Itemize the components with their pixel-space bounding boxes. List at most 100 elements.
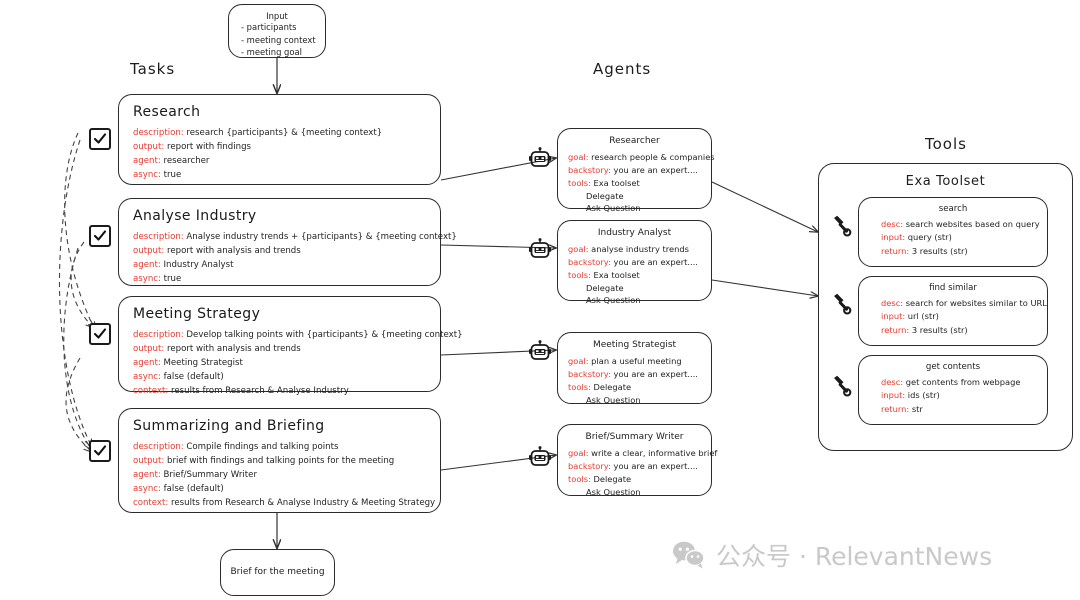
tool-field-return: return: 3 results (str) (881, 324, 1047, 337)
input-line-participants: - participants (241, 22, 297, 32)
tool-field-input: input: url (str) (881, 310, 1047, 323)
agent-title: Industry Analyst (597, 228, 672, 238)
agent-tool-0: Delegate (593, 473, 632, 484)
field-value-agent: Industry Analyst (163, 259, 234, 270)
task-field-context: context: results from Research & Analyse… (133, 497, 440, 511)
tool-card-get-contents[interactable]: get contents desc: get contents from web… (858, 355, 1048, 425)
task-field-output: output: report with analysis and trends (133, 343, 440, 357)
field-label-backstory: backstory: (568, 368, 611, 379)
field-label-description: description: (133, 442, 184, 452)
task-field-output: output: brief with findings and talking … (133, 455, 440, 469)
field-label-context: context: (133, 497, 169, 508)
task-card-meeting-strategy[interactable]: Meeting Strategy description: Develop ta… (118, 296, 463, 396)
agent-card-brief-summary-writer[interactable]: Brief/Summary Writer goal: write a clear… (557, 424, 717, 497)
tool-field-input: input: ids (str) (881, 389, 1047, 402)
agent-field-backstory: backstory: you are an expert.... (568, 368, 711, 381)
field-value-output: brief with findings and talking points f… (166, 455, 395, 466)
task-field-async: async: false (default) (133, 371, 440, 385)
tool-title: get contents (925, 362, 981, 372)
agent-tool-1: Ask Question (586, 394, 641, 405)
agent-tool-2: Ask Question (586, 295, 641, 306)
tool-field-return: return: 3 results (str) (881, 245, 1047, 258)
field-value-return: 3 results (str) (911, 324, 968, 335)
field-label-output: output: (133, 245, 165, 256)
task-checkbox-meeting-strategy[interactable] (89, 323, 111, 345)
input-line-meeting-goal: - meeting goal (241, 47, 302, 58)
field-value-async: false (default) (163, 371, 224, 382)
task-title: Research (133, 104, 201, 120)
tool-field-desc: desc: search for websites similar to URL (881, 297, 1047, 310)
field-value-backstory: you are an expert.... (613, 368, 698, 379)
field-value-desc: search websites based on query (905, 219, 1040, 229)
agent-tool-0: Delegate (593, 381, 632, 392)
agent-field-tools: tools: Delegate (568, 381, 711, 394)
task-field-description: description: Analyse industry trends + {… (133, 231, 457, 245)
field-value-return: 3 results (str) (911, 245, 968, 256)
task-card-research[interactable]: Research description: research {particip… (118, 94, 441, 185)
field-label-input: input: (881, 232, 906, 243)
tool-card-find-similar[interactable]: find similar desc: search for websites s… (858, 276, 1048, 346)
agent-field-tools: tools: Exa toolset (568, 269, 711, 282)
agent-card-industry-analyst[interactable]: Industry Analyst goal: analyse industry … (557, 220, 712, 305)
task-field-description: description: Develop talking points with… (133, 329, 463, 343)
agent-card-researcher[interactable]: Researcher goal: research people & compa… (557, 128, 715, 213)
field-label-tools: tools: (568, 381, 591, 392)
field-label-output: output: (133, 343, 165, 354)
field-label-async: async: (133, 169, 161, 180)
field-value-backstory: you are an expert.... (613, 164, 698, 175)
agent-tool-1: Delegate (586, 190, 624, 201)
robot-icon (528, 340, 552, 368)
field-label-desc: desc: (881, 219, 904, 229)
field-label-backstory: backstory: (568, 164, 611, 175)
agent-tool-2: Ask Question (586, 203, 641, 214)
field-label-agent: agent: (133, 357, 161, 368)
task-field-async: async: false (default) (133, 483, 440, 497)
field-value-description: Develop talking points with {participant… (186, 330, 463, 340)
agent-tool-0: Exa toolset (593, 177, 640, 188)
field-value-context: results from Research & Analyse Industry… (171, 497, 436, 508)
field-value-async: true (163, 273, 182, 284)
field-label-tools: tools: (568, 177, 591, 188)
field-label-goal: goal: (568, 244, 589, 254)
field-value-agent: Meeting Strategist (163, 357, 243, 368)
agent-title: Researcher (609, 136, 660, 146)
wrench-icon (830, 215, 852, 243)
tool-field-return: return: str (881, 403, 1047, 416)
field-label-input: input: (881, 311, 906, 322)
field-label-description: description: (133, 232, 184, 242)
task-checkbox-research[interactable] (89, 128, 111, 150)
field-label-agent: agent: (133, 155, 161, 166)
agent-field-goal: goal: research people & companies (568, 151, 715, 164)
field-value-async: false (default) (163, 483, 224, 494)
tool-card-search[interactable]: search desc: search websites based on qu… (858, 197, 1048, 267)
task-field-output: output: report with findings (133, 141, 440, 155)
field-label-return: return: (881, 324, 910, 335)
field-label-desc: desc: (881, 298, 904, 308)
robot-icon (528, 238, 552, 266)
field-label-description: description: (133, 330, 184, 340)
watermark-text: 公众号 · RelevantNews (716, 542, 993, 571)
agent-field-tools: tools: Delegate (568, 473, 711, 486)
task-field-async: async: true (133, 273, 440, 287)
task-field-context: context: results from Research & Analyse… (133, 385, 440, 399)
task-checkbox-summarizing-briefing[interactable] (89, 440, 111, 462)
input-line-meeting-context: - meeting context (241, 34, 316, 45)
field-label-async: async: (133, 483, 161, 494)
field-label-desc: desc: (881, 377, 904, 387)
task-field-description: description: Compile findings and talkin… (133, 441, 440, 455)
field-label-async: async: (133, 273, 161, 284)
agent-field-backstory: backstory: you are an expert.... (568, 164, 711, 177)
tool-field-desc: desc: get contents from webpage (881, 376, 1047, 389)
agent-tool-0: Exa toolset (593, 269, 640, 280)
task-checkbox-analyse-industry[interactable] (89, 225, 111, 247)
agent-card-meeting-strategist[interactable]: Meeting Strategist goal: plan a useful m… (557, 332, 712, 405)
field-value-description: Compile findings and talking points (186, 442, 339, 452)
task-card-analyse-industry[interactable]: Analyse Industry description: Analyse in… (118, 198, 457, 287)
task-card-summarizing-briefing[interactable]: Summarizing and Briefing description: Co… (118, 408, 441, 513)
wechat-icon (673, 541, 705, 569)
field-value-description: Analyse industry trends + {participants}… (186, 232, 457, 242)
field-value-context: results from Research & Analyse Industry (171, 385, 349, 396)
task-field-description: description: research {participants} & {… (133, 127, 440, 141)
field-label-async: async: (133, 371, 161, 382)
